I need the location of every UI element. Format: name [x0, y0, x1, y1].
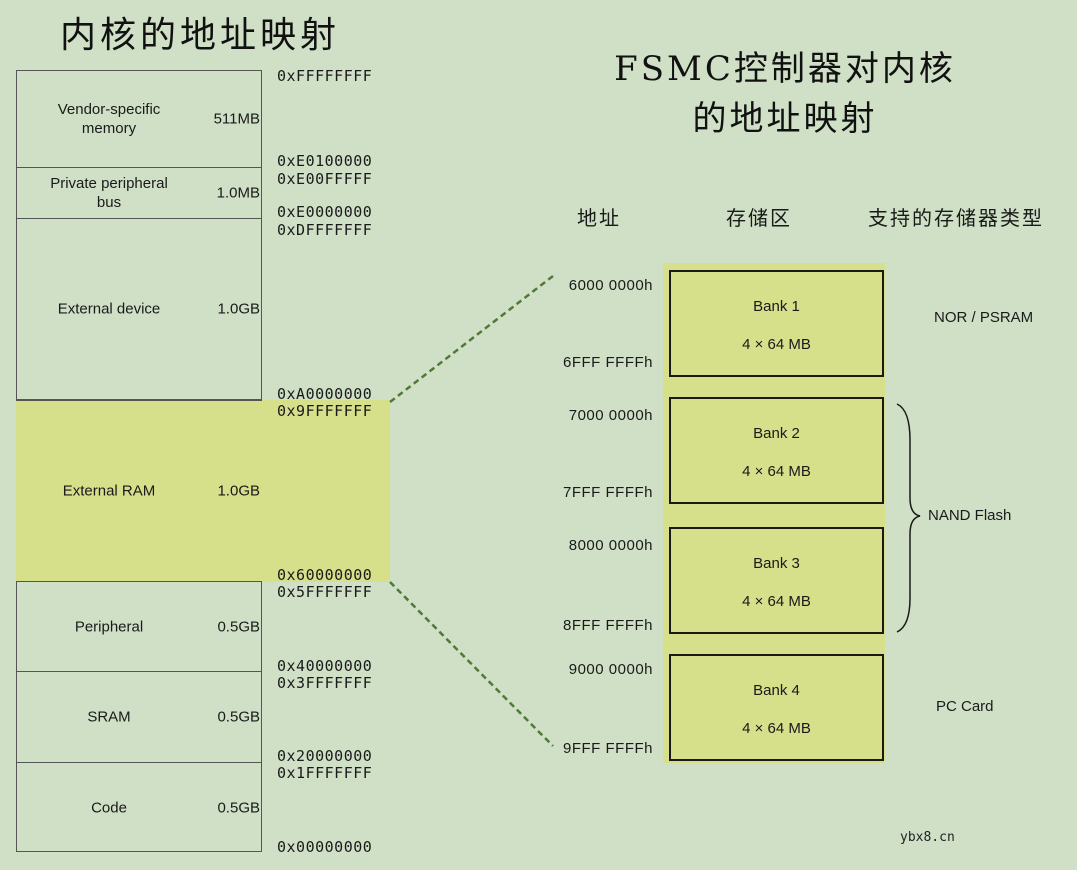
address-label: 0xFFFFFFFF: [277, 67, 373, 85]
region-vendor-specific: Vendor-specific memory 511MB: [16, 70, 262, 168]
bank-start-address: 8000 0000h: [568, 537, 653, 554]
region-name: Vendor-specific memory: [57, 100, 161, 137]
connector-line-bottom: [389, 581, 554, 747]
region-external-ram: External RAM 1.0GB: [16, 400, 262, 582]
address-label: 0x40000000: [277, 657, 373, 675]
region-sram: SRAM 0.5GB: [16, 672, 262, 763]
bank-end-address: 9FFF FFFFh: [563, 740, 653, 757]
address-label: 0xA0000000: [277, 385, 373, 403]
region-external-device: External device 1.0GB: [16, 219, 262, 400]
region-name: External device: [57, 300, 161, 318]
region-size: 0.5GB: [217, 799, 260, 816]
type-pc-card: PC Card: [936, 698, 994, 715]
address-label: 0x60000000: [277, 566, 373, 584]
connector-line-top: [389, 275, 554, 403]
region-name: SRAM: [87, 708, 131, 726]
fsmc-map-title-line2: 的地址映射: [692, 99, 878, 139]
address-label: 0xE00FFFFF: [277, 170, 373, 188]
region-private-peripheral-bus: Private peripheral bus 1.0MB: [16, 168, 262, 219]
bank-size: 4 × 64 MB: [742, 336, 811, 353]
column-header-address: 地址: [577, 206, 621, 230]
bank-4: Bank 4 4 × 64 MB: [669, 654, 884, 761]
bank-2: Bank 2 4 × 64 MB: [669, 397, 884, 504]
address-label: 0xE0100000: [277, 152, 373, 170]
address-label: 0xDFFFFFFF: [277, 221, 373, 239]
region-size: 511MB: [213, 110, 260, 127]
bank-end-address: 8FFF FFFFh: [563, 617, 653, 634]
fsmc-map-title: FSMC控制器对内核 的地址映射: [600, 44, 970, 144]
address-label: 0x1FFFFFFF: [277, 764, 373, 782]
region-size: 1.0GB: [217, 482, 260, 500]
address-label: 0x3FFFFFFF: [277, 674, 373, 692]
fsmc-map-title-line1: FSMC控制器对内核: [614, 49, 956, 89]
region-name: External RAM: [62, 482, 156, 500]
region-code: Code 0.5GB: [16, 763, 262, 852]
bank-name: Bank 3: [753, 555, 800, 572]
bank-size: 4 × 64 MB: [742, 720, 811, 737]
type-nand-flash: NAND Flash: [928, 507, 1012, 524]
region-name: Peripheral: [74, 618, 144, 635]
region-size: 1.0MB: [216, 184, 260, 202]
watermark: ybx8.cn: [900, 830, 955, 845]
bank-end-address: 6FFF FFFFh: [563, 354, 653, 371]
bank-1: Bank 1 4 × 64 MB: [669, 270, 884, 377]
external-ram-highlight-band: [262, 400, 390, 582]
bank-end-address: 7FFF FFFFh: [563, 484, 653, 501]
region-name: Private peripheral bus: [50, 175, 168, 211]
column-header-storage: 存储区: [726, 206, 792, 230]
bank-size: 4 × 64 MB: [742, 463, 811, 480]
address-label: 0x00000000: [277, 838, 373, 856]
region-size: 0.5GB: [217, 708, 260, 726]
address-label: 0x20000000: [277, 747, 373, 765]
bank-name: Bank 1: [753, 298, 800, 315]
region-peripheral: Peripheral 0.5GB: [16, 582, 262, 672]
kernel-map-title: 内核的地址映射: [60, 15, 341, 56]
address-label: 0x9FFFFFFF: [277, 402, 373, 420]
address-label: 0x5FFFFFFF: [277, 583, 373, 601]
bank-start-address: 7000 0000h: [568, 407, 653, 424]
bank-start-address: 6000 0000h: [568, 277, 653, 294]
bank-3: Bank 3 4 × 64 MB: [669, 527, 884, 634]
type-nor-psram: NOR / PSRAM: [934, 309, 1034, 326]
region-name: Code: [91, 799, 127, 816]
bank-size: 4 × 64 MB: [742, 593, 811, 610]
bank-name: Bank 2: [753, 425, 800, 442]
address-label: 0xE0000000: [277, 203, 373, 221]
nand-brace: [896, 403, 921, 633]
bank-name: Bank 4: [753, 682, 800, 699]
region-size: 0.5GB: [217, 618, 260, 635]
bank-start-address: 9000 0000h: [568, 661, 653, 678]
column-header-types: 支持的存储器类型: [868, 206, 1044, 230]
region-size: 1.0GB: [217, 300, 260, 318]
